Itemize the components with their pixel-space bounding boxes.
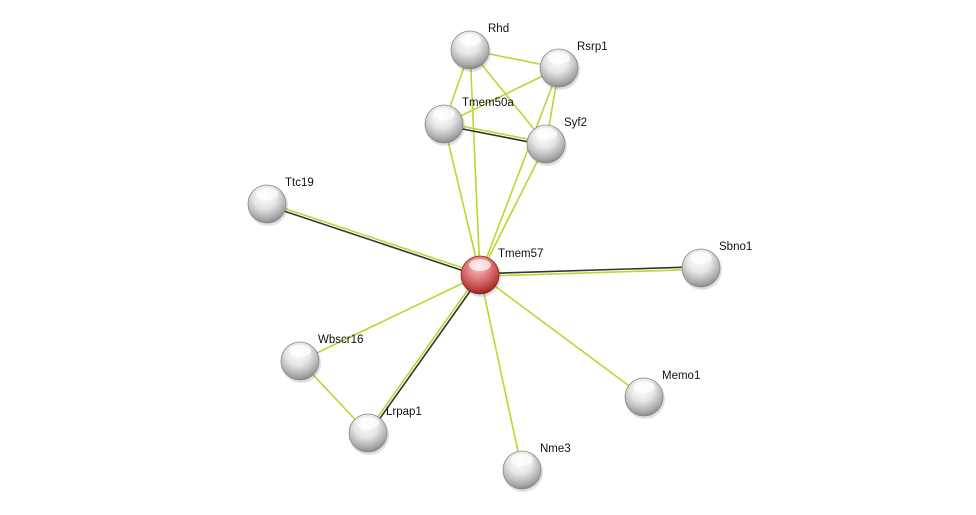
node-label: Memo1 <box>662 370 700 382</box>
node-highlight <box>433 108 455 120</box>
node-label: Rsrp1 <box>577 41 608 53</box>
node-label: Syf2 <box>564 117 587 129</box>
edge-memo1-tmem57-textmining[interactable] <box>479 274 645 398</box>
node-label: Tmem57 <box>498 248 543 260</box>
edge-rhd-tmem57-textmining[interactable] <box>469 49 481 276</box>
node-highlight <box>535 128 557 140</box>
edge-sbno1-tmem57-textmining[interactable] <box>480 268 702 278</box>
node-label: Lrpap1 <box>386 406 422 418</box>
node-memo1[interactable]: Memo1 <box>624 370 700 419</box>
node-highlight <box>469 259 491 271</box>
edge-lrpap1-tmem57-textmining[interactable] <box>366 273 480 433</box>
node-lrpap1[interactable]: Lrpap1 <box>348 406 422 455</box>
node-highlight <box>690 252 712 264</box>
node-label: Sbno1 <box>719 241 752 253</box>
node-highlight <box>289 345 311 357</box>
node-wbscr16[interactable]: Wbscr16 <box>280 334 363 383</box>
node-highlight <box>548 52 570 64</box>
edge-lrpap1-tmem57-coexpression[interactable] <box>368 275 482 435</box>
node-highlight <box>511 454 533 466</box>
node-label: Ttc19 <box>285 177 314 189</box>
node-rhd[interactable]: Rhd <box>450 23 509 72</box>
node-sbno1[interactable]: Sbno1 <box>681 241 752 290</box>
node-label: Rhd <box>488 23 509 35</box>
edge-ttc19-tmem57-coexpression[interactable] <box>266 204 480 277</box>
edge-tmem50a-tmem57-textmining[interactable] <box>443 123 481 276</box>
node-highlight <box>357 417 379 429</box>
node-highlight <box>256 188 278 200</box>
node-rsrp1[interactable]: Rsrp1 <box>539 41 608 90</box>
edge-nme3-tmem57-textmining[interactable] <box>479 274 523 471</box>
edge-sbno1-tmem57-coexpression[interactable] <box>479 265 701 275</box>
node-nme3[interactable]: Nme3 <box>502 443 571 492</box>
edge-rhd-syf2-textmining[interactable] <box>469 49 547 145</box>
node-highlight <box>459 34 481 46</box>
node-ttc19[interactable]: Ttc19 <box>247 177 314 226</box>
node-label: Wbscr16 <box>318 334 363 346</box>
edge-syf2-tmem57-textmining[interactable] <box>479 143 547 276</box>
node-highlight <box>633 381 655 393</box>
edge-rsrp1-tmem50a-textmining[interactable] <box>443 67 560 125</box>
edge-rsrp1-tmem57-textmining[interactable] <box>479 67 560 276</box>
node-label: Tmem50a <box>462 97 514 109</box>
edge-wbscr16-tmem57-textmining[interactable] <box>299 274 481 362</box>
edge-ttc19-tmem57-textmining[interactable] <box>267 202 481 275</box>
node-label: Nme3 <box>540 443 571 455</box>
node-tmem57[interactable]: Tmem57 <box>460 248 543 297</box>
node-syf2[interactable]: Syf2 <box>526 117 587 166</box>
node-tmem50a[interactable]: Tmem50a <box>424 97 514 146</box>
